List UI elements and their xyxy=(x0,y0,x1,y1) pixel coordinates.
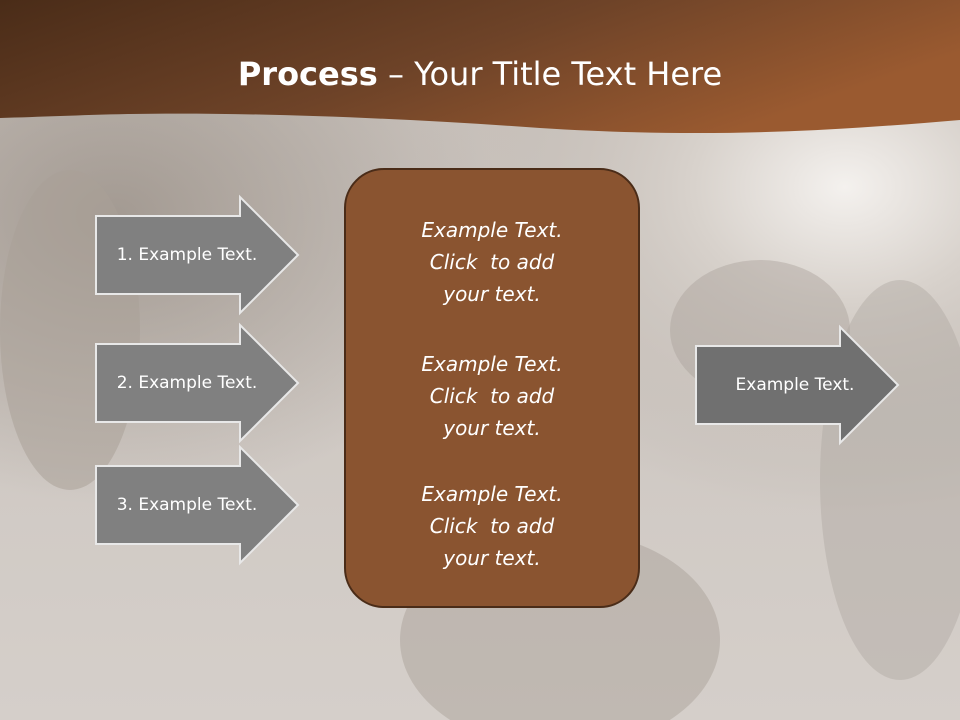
right-arrow[interactable]: Example Text. xyxy=(695,324,900,446)
center-text-block-3: Example Text. Click to add your text. xyxy=(346,478,638,574)
center-text-line: Example Text. xyxy=(421,482,563,506)
center-text-line: your text. xyxy=(443,282,541,306)
left-arrow-label: 3. Example Text. xyxy=(116,495,258,515)
center-text-line: your text. xyxy=(443,416,541,440)
center-text-block-1: Example Text. Click to add your text. xyxy=(346,214,638,310)
left-arrow-label: 1. Example Text. xyxy=(116,245,258,265)
left-arrow-label: 2. Example Text. xyxy=(116,373,258,393)
center-text-line: Click to add xyxy=(429,384,555,408)
center-process-box[interactable]: Example Text. Click to add your text. Ex… xyxy=(344,168,640,608)
arrow-shape xyxy=(695,324,900,446)
left-arrow-1[interactable]: 1. Example Text. xyxy=(95,194,300,316)
title-bold: Process xyxy=(237,55,378,93)
left-arrow-3[interactable]: 3. Example Text. xyxy=(95,444,300,566)
center-text-line: Example Text. xyxy=(421,218,563,242)
center-text-line: Click to add xyxy=(429,514,555,538)
center-text-block-2: Example Text. Click to add your text. xyxy=(346,348,638,444)
arrow-shape xyxy=(95,194,300,316)
center-text-line: your text. xyxy=(443,546,541,570)
center-text-line: Example Text. xyxy=(421,352,563,376)
left-arrow-2[interactable]: 2. Example Text. xyxy=(95,322,300,444)
slide-title: Process – Your Title Text Here xyxy=(0,52,960,96)
right-arrow-label: Example Text. xyxy=(735,375,855,395)
title-rest: – Your Title Text Here xyxy=(377,55,723,93)
arrow-shape xyxy=(95,444,300,566)
arrow-shape xyxy=(95,322,300,444)
center-text-line: Click to add xyxy=(429,250,555,274)
